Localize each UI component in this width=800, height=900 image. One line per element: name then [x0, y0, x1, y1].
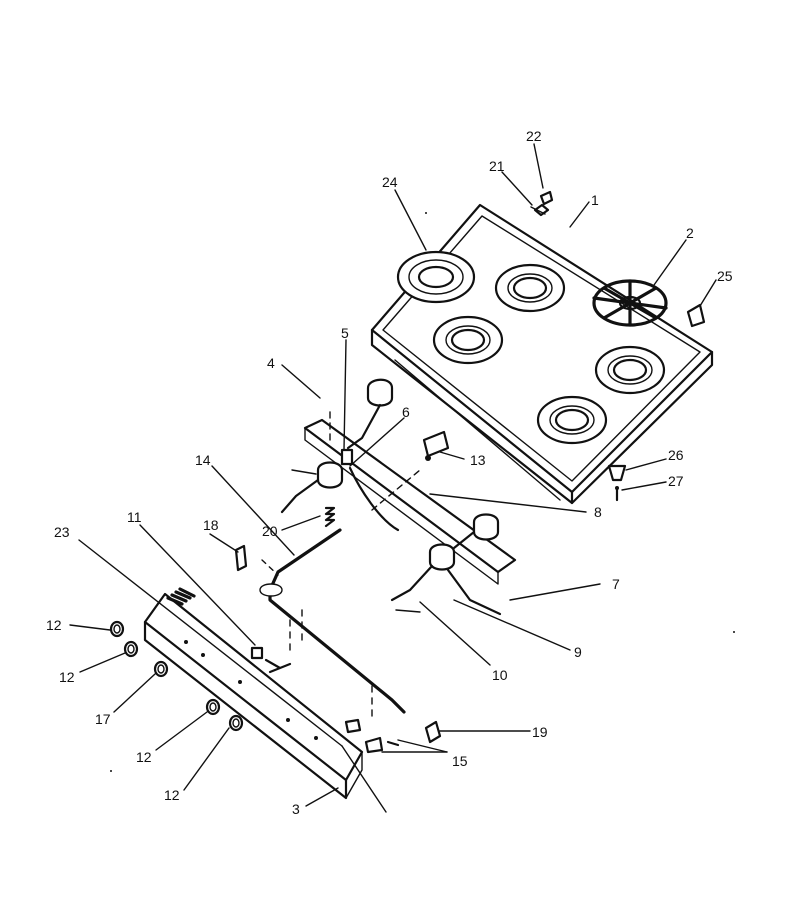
label-19: 19: [532, 724, 548, 740]
label-5: 5: [341, 325, 349, 341]
burner-grate: [592, 279, 668, 327]
burner-ring-front-right: [536, 395, 608, 445]
label-13: 13: [470, 452, 486, 468]
label-12-b: 12: [59, 669, 75, 685]
cooktop-top: [370, 203, 714, 505]
label-9: 9: [574, 644, 582, 660]
leader-lines: [69, 143, 717, 813]
knob-12-a: [109, 620, 125, 638]
burner-rings: [432, 263, 666, 445]
label-15: 15: [452, 753, 468, 769]
label-26: 26: [668, 447, 684, 463]
burner-ring-front-left: [432, 315, 504, 365]
label-17: 17: [95, 711, 111, 727]
label-24: 24: [382, 174, 398, 190]
small-parts-top: [530, 190, 706, 502]
gas-tube: [259, 528, 406, 714]
label-18: 18: [203, 517, 219, 533]
manifold-assembly: [280, 378, 517, 616]
label-21: 21: [489, 158, 505, 174]
label-11: 11: [127, 509, 142, 525]
knob-12-b: [123, 640, 139, 658]
knob-12-d: [228, 714, 244, 732]
label-27: 27: [668, 473, 684, 489]
screw-22: [539, 190, 554, 206]
burner-ring-rear-right: [594, 345, 666, 395]
label-1: 1: [591, 192, 599, 208]
knob-12-c: [205, 698, 221, 716]
knob-17: [153, 660, 169, 678]
label-4: 4: [267, 355, 275, 371]
label-14: 14: [195, 452, 211, 468]
foot-26: [607, 464, 627, 482]
label-12-c: 12: [136, 749, 152, 765]
control-knobs: [109, 620, 244, 732]
label-10: 10: [492, 667, 508, 683]
label-23: 23: [54, 524, 70, 540]
label-12-a: 12: [46, 617, 62, 633]
burner-ring-rear-left: [494, 263, 566, 313]
label-6: 6: [402, 404, 410, 420]
burner-bowl: [396, 250, 476, 304]
label-7: 7: [612, 576, 620, 592]
label-12-d: 12: [164, 787, 180, 803]
label-20: 20: [262, 523, 278, 539]
part-labels: 1 2 3 4 5 6 7 8 9 10 11 12 12 12 12 13 1…: [46, 128, 733, 817]
label-2: 2: [686, 225, 694, 241]
label-3: 3: [292, 801, 300, 817]
screw-21: [533, 203, 550, 217]
label-22: 22: [526, 128, 542, 144]
label-25: 25: [717, 268, 733, 284]
label-8: 8: [594, 504, 602, 520]
control-panel: [143, 544, 442, 800]
clip-25: [686, 303, 706, 328]
scan-specks: [110, 212, 735, 772]
